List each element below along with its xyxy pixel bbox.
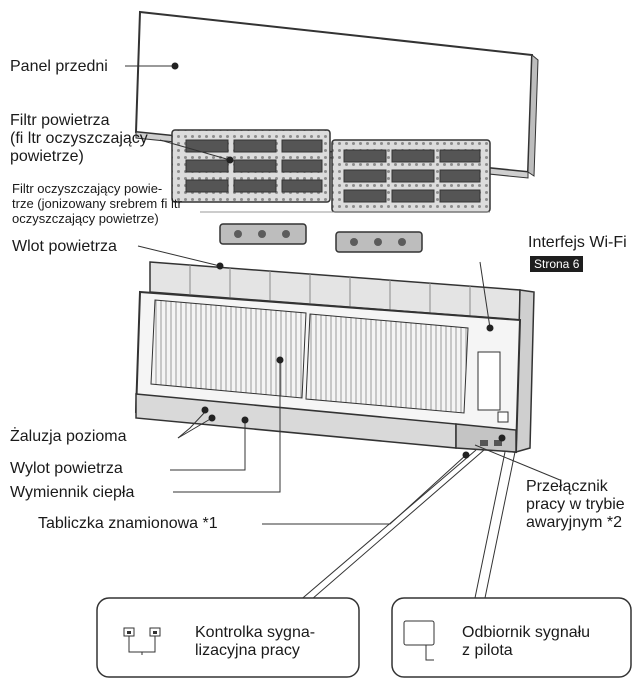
- front-panel-label: Panel przedni: [10, 58, 108, 75]
- air-filter-label: Filtr powietrza (fi ltr oczyszczający po…: [10, 112, 148, 165]
- indicator-callout-box: [96, 597, 360, 678]
- wifi-interface-label: Interfejs Wi-Fi: [528, 234, 627, 251]
- leader-dots: [171, 62, 506, 459]
- wifi-page-badge: Strona 6: [530, 256, 584, 272]
- nameplate-label: Tabliczka znamionowa *1: [38, 515, 218, 532]
- horizontal-louver-label: Żaluzja pozioma: [10, 428, 127, 445]
- receiver-callout-box: [391, 597, 632, 678]
- purifying-filter-label: Filtr oczyszczający powie- trze (jonizow…: [12, 181, 182, 226]
- air-outlet-label: Wylot powietrza: [10, 460, 123, 477]
- heat-exchanger-label: Wymiennik ciepła: [10, 484, 135, 501]
- operation-indicator-label: Kontrolka sygna- lizacyjna pracy: [195, 624, 316, 659]
- emergency-switch-label: Przełącznik pracy w trybie awaryjnym *2: [526, 478, 625, 531]
- signal-receiver-label: Odbiornik sygnału z pilota: [462, 624, 591, 659]
- air-inlet-label: Wlot powietrza: [12, 238, 117, 255]
- purifying-filter-drawing: [200, 211, 490, 253]
- indoor-unit-body: [134, 261, 535, 454]
